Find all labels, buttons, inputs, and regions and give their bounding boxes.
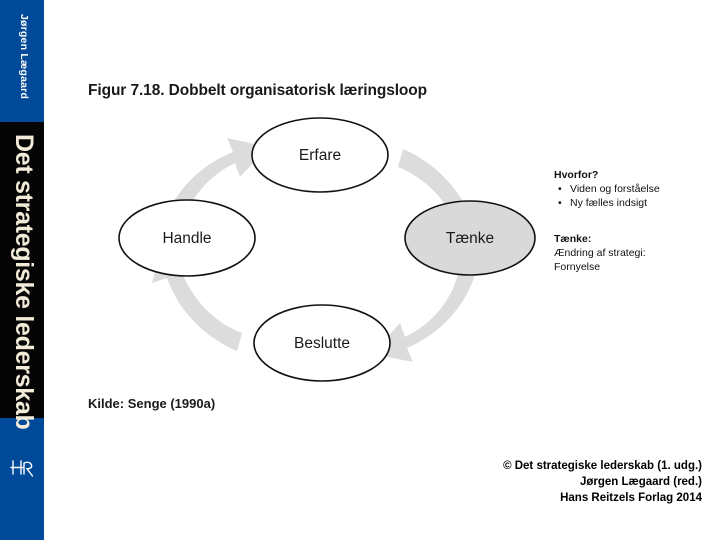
- spine-band-top: [0, 0, 44, 122]
- node-taenke[interactable]: Tænke: [404, 200, 536, 276]
- source-note: Kilde: Senge (1990a): [88, 396, 216, 411]
- figure-title: Figur 7.18. Dobbelt organisatorisk lærin…: [88, 82, 428, 99]
- spine-band-bottom: [0, 418, 44, 540]
- node-label-taenke: Tænke: [446, 230, 494, 247]
- node-label-erfare: Erfare: [299, 147, 341, 164]
- annotation-line: Ændring af strategi:: [554, 247, 646, 259]
- node-label-handle: Handle: [162, 230, 211, 247]
- annotation-group-taenke: Tænke: Ændring af strategi: Fornyelse: [554, 232, 714, 274]
- node-handle[interactable]: Handle: [118, 199, 256, 277]
- arrow-taenke-to-beslutte: [372, 271, 476, 362]
- annotation-list-hvorfor: Viden og forståelse Ny fælles indsigt: [554, 182, 714, 210]
- hr-publisher-logo-icon: [8, 452, 38, 482]
- annotation-panel: Hvorfor? Viden og forståelse Ny fælles i…: [554, 168, 714, 274]
- annotation-heading-taenke: Tænke:: [554, 233, 592, 245]
- spine-band-middle: [0, 122, 44, 418]
- annotation-list-item: Ny fælles indsigt: [556, 196, 714, 210]
- annotation-list-item: Viden og forståelse: [556, 182, 714, 196]
- node-erfare[interactable]: Erfare: [251, 117, 389, 193]
- annotation-line: Fornyelse: [554, 261, 601, 273]
- copyright-block: © Det strategiske lederskab (1. udg.) Jø…: [503, 458, 702, 506]
- copyright-line-publisher: Hans Reitzels Forlag 2014: [560, 492, 702, 504]
- book-spine-sidebar: Jørgen Lægaard Det strategiske lederskab: [0, 0, 44, 540]
- annotation-heading-hvorfor: Hvorfor?: [554, 169, 599, 181]
- copyright-line-title: © Det strategiske lederskab (1. udg.): [503, 460, 702, 472]
- learning-loop-diagram: Erfare Tænke Beslutte Handle: [100, 105, 540, 395]
- node-label-beslutte: Beslutte: [294, 335, 350, 352]
- spine-book-title: Det strategiske lederskab: [10, 134, 38, 430]
- spine-author-name: Jørgen Lægaard: [18, 14, 30, 100]
- node-beslutte[interactable]: Beslutte: [253, 304, 391, 382]
- diagram-nodes: Erfare Tænke Beslutte Handle: [118, 117, 536, 382]
- copyright-line-editor: Jørgen Lægaard (red.): [579, 476, 702, 488]
